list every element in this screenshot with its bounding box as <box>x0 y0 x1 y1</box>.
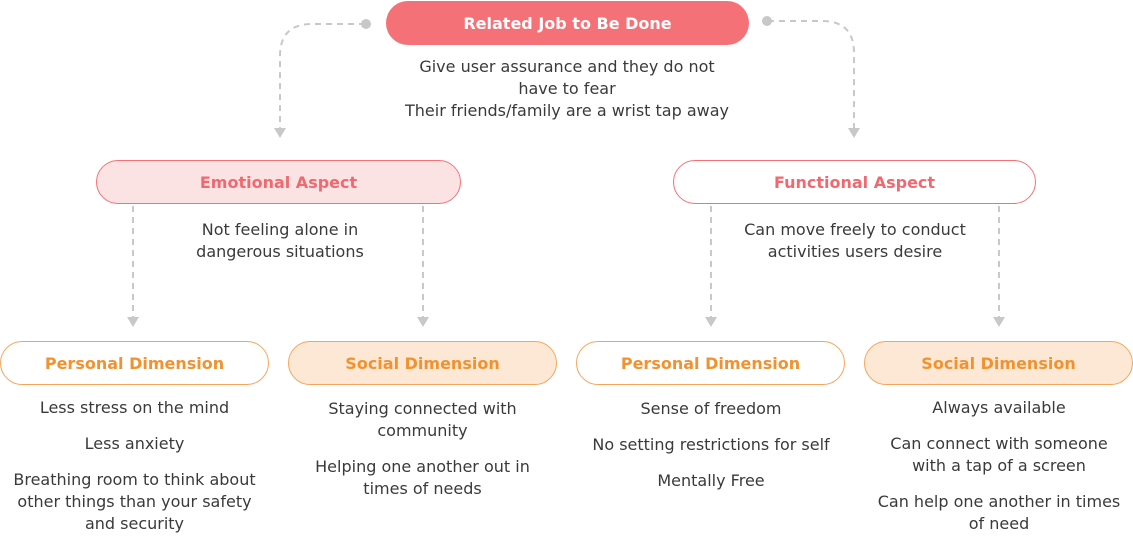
emotional-aspect-description: Not feeling alone in dangerous situation… <box>170 219 390 263</box>
arrowhead-functional-personal <box>705 317 717 327</box>
root-job-description: Give user assurance and they do not have… <box>367 56 767 122</box>
functional-personal-dimension-label: Personal Dimension <box>620 353 801 373</box>
emotional-social-dimension-node: Social Dimension <box>288 341 557 385</box>
arrowhead-functional-social <box>993 317 1005 327</box>
emotional-social-dimension-label: Social Dimension <box>345 353 500 373</box>
list-item: Staying connected with community <box>328 399 517 440</box>
root-description-line-2: have to fear <box>518 79 616 98</box>
arrowhead-functional <box>848 128 860 138</box>
arrowhead-emotional-social <box>417 317 429 327</box>
list-item: Helping one another out in times of need… <box>315 457 530 498</box>
root-job-node: Related Job to Be Done <box>386 1 749 45</box>
list-item: Less anxiety <box>84 434 185 453</box>
root-description-line-3: Their friends/family are a wrist tap awa… <box>405 101 729 120</box>
emotional-aspect-node: Emotional Aspect <box>96 160 461 204</box>
list-item: Can help one another in times of need <box>877 492 1121 533</box>
connector-dot-right <box>762 16 772 26</box>
list-item: Can connect with someone with a tap of a… <box>890 434 1108 475</box>
emotional-personal-dimension-node: Personal Dimension <box>0 341 269 385</box>
emotional-personal-items: Less stress on the mind Less anxiety Bre… <box>0 397 269 549</box>
functional-personal-dimension-node: Personal Dimension <box>576 341 845 385</box>
emotional-aspect-label: Emotional Aspect <box>199 172 358 192</box>
list-item: Breathing room to think about other thin… <box>13 470 256 533</box>
emotional-social-items: Staying connected with community Helping… <box>315 398 530 514</box>
functional-social-dimension-label: Social Dimension <box>921 353 1076 373</box>
functional-aspect-label: Functional Aspect <box>773 172 936 192</box>
arrowhead-emotional <box>274 128 286 138</box>
root-description-line-1: Give user assurance and they do not <box>419 57 715 76</box>
functional-social-dimension-node: Social Dimension <box>864 341 1133 385</box>
list-item: Mentally Free <box>657 471 765 490</box>
emotional-aspect-text: Not feeling alone in dangerous situation… <box>196 220 364 261</box>
functional-social-items: Always available Can connect with someon… <box>873 397 1125 549</box>
functional-aspect-text: Can move freely to conduct activities us… <box>744 220 966 261</box>
functional-personal-items: Sense of freedom No setting restrictions… <box>566 398 856 506</box>
arrowhead-emotional-personal <box>127 317 139 327</box>
connector-root-emotional <box>279 23 365 128</box>
list-item: Always available <box>932 398 1066 417</box>
functional-aspect-description: Can move freely to conduct activities us… <box>725 219 985 263</box>
list-item: Less stress on the mind <box>39 398 230 417</box>
root-job-label: Related Job to Be Done <box>463 13 672 33</box>
connector-dot-left <box>361 19 371 29</box>
connector-root-functional <box>768 20 855 128</box>
emotional-personal-dimension-label: Personal Dimension <box>44 353 225 373</box>
list-item: Sense of freedom <box>640 399 782 418</box>
functional-aspect-node: Functional Aspect <box>673 160 1036 204</box>
list-item: No setting restrictions for self <box>592 435 830 454</box>
